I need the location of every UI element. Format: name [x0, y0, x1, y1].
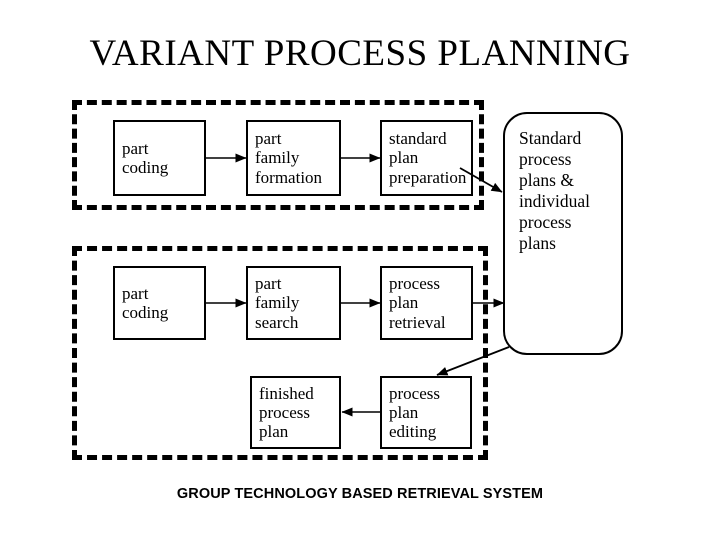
node-part-coding-preparatory[interactable]: part coding [113, 120, 206, 196]
node-label-line: part [255, 274, 282, 294]
node-label-line: part [122, 138, 149, 158]
node-label-line: Standard [519, 128, 582, 148]
node-label-line: retrieval [389, 312, 446, 332]
node-label-line: part [255, 129, 282, 149]
node-label-line: coding [122, 158, 169, 177]
node-process-plan-editing[interactable]: process plan editing [380, 376, 472, 449]
node-part-coding-production[interactable]: part coding [113, 266, 206, 340]
node-plan-database[interactable]: Standard process plans & individual proc… [503, 112, 623, 355]
diagram-caption: GROUP TECHNOLOGY BASED RETRIEVAL SYSTEM [176, 486, 544, 502]
group-boundary-preparatory-stage [72, 100, 484, 210]
node-label-line: process [259, 402, 310, 422]
node-label-line: plans [519, 233, 556, 253]
node-part-family-formation[interactable]: part family formation [246, 120, 341, 196]
node-process-plan-retrieval[interactable]: process plan retrieval [380, 266, 473, 340]
node-label-line: family [255, 148, 300, 168]
node-label-line: plans & [519, 170, 574, 190]
node-part-family-search[interactable]: part family search [246, 266, 341, 340]
node-finished-process-plan[interactable]: finished process plan [250, 376, 341, 449]
node-label-line: process [389, 383, 440, 403]
node-label-line: individual [519, 191, 590, 211]
node-label-line: finished [259, 383, 314, 403]
node-label-line: formation [255, 167, 323, 187]
node-label-line: search [255, 312, 299, 332]
node-label-line: coding [122, 303, 169, 322]
node-label-line: family [255, 293, 300, 313]
node-label-line: process [519, 149, 572, 169]
node-label-line: process [519, 212, 572, 232]
node-label-line: part [122, 283, 149, 303]
node-label-line: plan [259, 422, 289, 442]
node-label-line: process [389, 274, 440, 294]
node-label-line: plan [389, 402, 419, 422]
node-label-line: plan [389, 148, 419, 168]
node-standard-plan-preparation[interactable]: standard plan preparation [380, 120, 473, 196]
node-label-line: plan [389, 293, 419, 313]
node-label-line: preparation [389, 167, 467, 187]
node-label-line: standard [389, 129, 447, 149]
node-label-line: editing [389, 422, 437, 442]
page-title: VARIANT PROCESS PLANNING [89, 33, 631, 74]
